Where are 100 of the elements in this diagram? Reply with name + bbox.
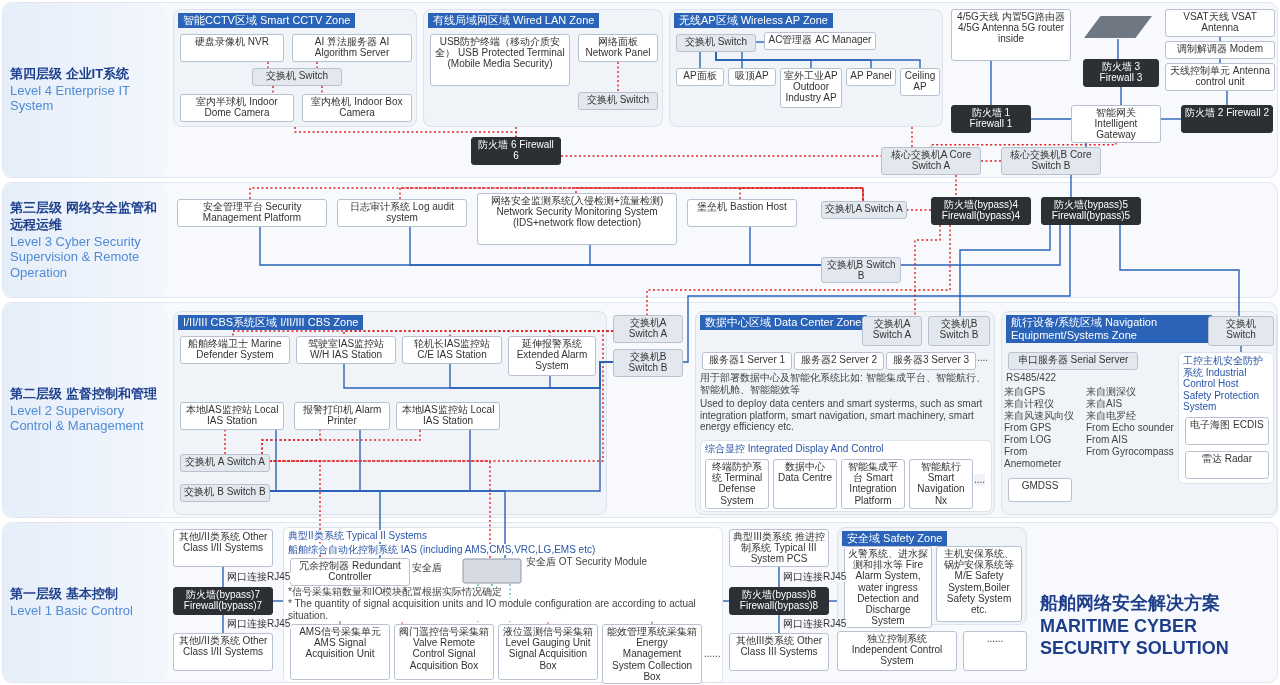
group-panel — [1178, 352, 1274, 484]
device-label: 独立控制系统 Independent Control System — [850, 633, 944, 667]
device-box — [1001, 147, 1101, 175]
level-band — [2, 182, 1278, 298]
zone-panel — [669, 9, 943, 127]
device-label: 液位遥测信号采集箱 Level Gauging Unit Signal Acquisition Box — [502, 626, 594, 671]
connector-line — [1117, 38, 1119, 60]
device-label: 报警打印机 Alarm Printer — [301, 404, 383, 427]
connector-line — [515, 126, 517, 138]
connector-line — [955, 174, 957, 198]
zone-title: 无线AP区域 Wireless AP Zone — [674, 13, 833, 29]
device-label: AP面板 — [682, 70, 718, 82]
device-label: 安全管理平台 Security Management Platform — [201, 201, 303, 224]
device-label: GMDSS — [1020, 480, 1060, 492]
device-label: 交换机 Switch — [1225, 318, 1257, 341]
device-label: AI 算法服务器 AI Algorithm Server — [313, 36, 391, 59]
edge-label: 网口连接RJ45 — [782, 572, 848, 582]
device-label: 交换机B Switch B — [825, 259, 897, 282]
device-box — [676, 68, 724, 86]
connector-line — [778, 614, 780, 634]
firewall-box — [173, 587, 273, 615]
device-box — [963, 631, 1027, 671]
connector-line — [617, 61, 619, 93]
device-label: USB防护终端（移动介质安全） USB Protected Terminal (Mobile Media Security) — [434, 36, 566, 70]
device-label: 终端防护系统 Terminal Defense System — [710, 461, 764, 506]
device-box — [676, 34, 756, 52]
device-box — [252, 68, 342, 86]
zone-panel — [423, 9, 663, 127]
device-label: 交换机B Switch B — [627, 351, 669, 374]
device-box — [498, 624, 598, 680]
device-label: 火警系统、进水探测和排水等 Fire Alarm System, water ingress Detection and Discharge System — [848, 548, 928, 627]
device-box — [1165, 9, 1275, 37]
zone-title: 智能CCTV区域 Smart CCTV Zone — [178, 13, 356, 29]
device-label: 串口服务器 Serial Server — [1016, 354, 1130, 366]
device-label: 防火墙 3 Firewall 3 — [1098, 61, 1144, 84]
device-box — [1185, 451, 1269, 479]
device-box — [180, 336, 290, 364]
level-band — [2, 2, 1278, 178]
device-box — [780, 68, 842, 108]
device-label: 网络安全监测系统(入侵检测+流量检测) Network Security Monitoring System (IDS+network flow detection) — [489, 195, 665, 229]
zone-title: 有线局域网区域 Wired LAN Zone — [428, 13, 600, 29]
page-title: 船舶网络安全解决方案 MARITIME CYBER SECURITY SOLUTION — [1040, 592, 1230, 660]
connector-line — [911, 126, 913, 148]
device-box — [729, 633, 829, 671]
zone-panel — [1001, 311, 1277, 515]
device-label: 服务器2 Server 2 — [799, 354, 879, 366]
device-label: 核心交换机B Core Switch B — [1009, 149, 1093, 172]
connector-line — [269, 460, 491, 559]
note-text: 安全盾 OT Security Module — [526, 556, 647, 568]
device-box — [613, 315, 683, 343]
device-label: 本地IAS监控站 Local IAS Station — [184, 404, 280, 427]
device-box — [292, 34, 412, 62]
device-label: VSAT天线 VSAT Antenna — [1182, 11, 1258, 34]
connector-line — [980, 160, 1002, 162]
device-box — [773, 459, 837, 509]
device-label: 数据中心 Data Centre — [777, 461, 833, 484]
device-label: 室外工业AP — [784, 70, 838, 82]
device-box — [394, 624, 494, 680]
device-label: 防火墙(bypass)8 Firewall(bypass)8 — [738, 589, 820, 612]
device-box — [337, 199, 467, 227]
device-box — [881, 147, 981, 175]
zone-title: 综合显控 Integrated Display And Control — [705, 443, 884, 455]
level-title: 第一层级 基本控制 — [10, 586, 119, 604]
zone-title: 航行设备/系统区域 Navigation Equipment/Systems Zone — [1006, 315, 1212, 344]
device-label: 服务器3 Server 3 — [891, 354, 971, 366]
connector-line — [1085, 141, 1087, 148]
connector-line — [990, 60, 992, 106]
device-box — [578, 34, 658, 62]
device-box — [1008, 478, 1072, 502]
edge-label: 网口连接RJ45 — [226, 619, 292, 629]
device-box — [1185, 417, 1269, 445]
device-label: 雷达 Radar — [1201, 453, 1253, 465]
note-text: *信号采集箱数量和IO模块配置根据实际情况确定 — [288, 586, 503, 598]
level-title: 第二层级 监督控制和管理 — [10, 385, 158, 403]
firewall-box — [951, 105, 1031, 133]
device-label: 轮机长IAS监控站 C/E IAS Station — [412, 338, 492, 361]
device-box — [173, 529, 273, 567]
connector-line — [682, 224, 1071, 363]
device-label: 交换机 Switch — [264, 70, 330, 82]
note-text: 来自电罗经 — [1086, 410, 1136, 422]
device-label: 防火墙(bypass)4 Firewall(bypass)4 — [940, 199, 1022, 222]
connector-line — [722, 600, 730, 602]
device-box — [1208, 316, 1274, 346]
device-label: 核心交换机A Core Switch A — [889, 149, 973, 172]
firewall-box — [1083, 59, 1159, 87]
device-box — [728, 68, 776, 86]
level-title: 第三层级 网络安全监管和远程运维 — [10, 199, 158, 234]
device-box — [290, 558, 410, 586]
device-box — [290, 624, 390, 680]
device-label: 服务器1 Server 1 — [707, 354, 787, 366]
connector-line — [739, 187, 864, 202]
group-panel — [700, 440, 992, 512]
level-title: 第四层级 企业IT系统 — [10, 65, 131, 83]
zone-title: 数据中心区域 Data Center Zone — [700, 315, 867, 331]
note-text: .... — [974, 474, 986, 486]
zone-title: I/II/III CBS系统区域 I/II/III CBS Zone — [178, 315, 364, 331]
connector-line — [224, 429, 226, 455]
connector-line — [399, 187, 864, 202]
zone-panel — [173, 311, 607, 515]
device-box — [764, 32, 876, 50]
